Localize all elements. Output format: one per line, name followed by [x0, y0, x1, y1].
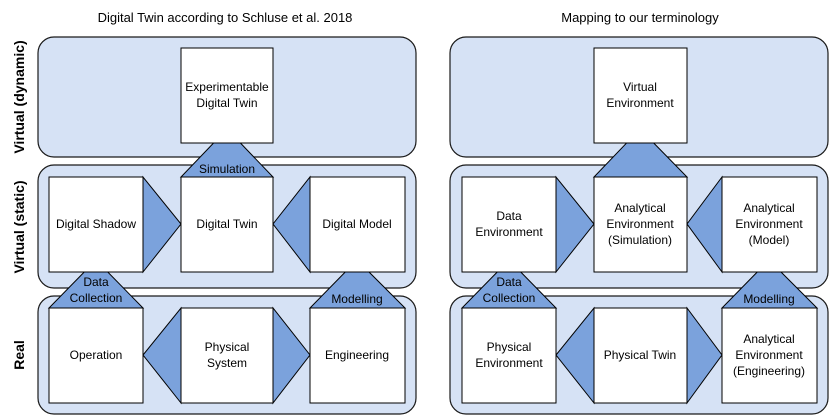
- left-box-physical-system: [180, 307, 274, 404]
- text-line: Analytical: [743, 201, 794, 215]
- right-label-physical-twin: Physical Twin: [604, 348, 676, 362]
- right-box-physical-environment: [461, 307, 557, 404]
- text-line: Modelling: [743, 292, 794, 306]
- right-box-data-environment: [461, 176, 557, 273]
- text-line: Digital Model: [322, 217, 391, 231]
- layer-label-virtual-dynamic: Virtual (dynamic): [11, 40, 27, 153]
- layer-label-real: Real: [11, 340, 27, 370]
- layer-label-virtual-static: Virtual (static): [11, 180, 27, 273]
- text-line: Physical: [205, 340, 250, 354]
- right-box-analytical-model: [721, 176, 818, 273]
- text-line: Environment: [735, 217, 803, 231]
- text-line: (Simulation): [608, 233, 672, 247]
- text-line: Digital Twin: [196, 96, 257, 110]
- text-line: Environment: [606, 217, 674, 231]
- text-line: Digital Shadow: [56, 217, 136, 231]
- left-label-operation: Operation: [70, 348, 123, 362]
- left-box-digital-twin: [180, 176, 274, 273]
- right-box-virtual-environment: [593, 47, 688, 144]
- text-line: Data: [496, 209, 522, 223]
- text-line: Simulation: [199, 162, 255, 176]
- left-label-modelling: Modelling: [331, 292, 382, 306]
- title-right: Mapping to our terminology: [561, 10, 719, 25]
- left-label-digital-model: Digital Model: [322, 217, 391, 231]
- text-line: Analytical: [614, 201, 665, 215]
- text-line: Data: [496, 275, 522, 289]
- left-box-experimentable-digital-twin: [180, 47, 274, 144]
- text-line: Collection: [70, 291, 123, 305]
- right-box-physical-twin: [593, 307, 688, 404]
- text-line: Environment: [475, 356, 543, 370]
- left-label-digital-twin: Digital Twin: [196, 217, 257, 231]
- text-line: System: [207, 356, 247, 370]
- text-line: Digital Twin: [196, 217, 257, 231]
- left-label-simulation: Simulation: [199, 162, 255, 176]
- text-line: Data: [83, 275, 109, 289]
- right-box-analytical-simulation: [593, 176, 688, 273]
- left-box-digital-shadow: [48, 176, 144, 273]
- text-line: Environment: [735, 348, 803, 362]
- text-line: Engineering: [325, 348, 389, 362]
- left-label-engineering: Engineering: [325, 348, 389, 362]
- left-label-digital-shadow: Digital Shadow: [56, 217, 136, 231]
- text-line: Physical Twin: [604, 348, 676, 362]
- text-line: Experimentable: [185, 80, 269, 94]
- text-line: (Engineering): [733, 364, 805, 378]
- text-line: Virtual: [623, 80, 657, 94]
- text-line: Analytical: [743, 332, 794, 346]
- text-line: Operation: [70, 348, 123, 362]
- left-box-operation: [48, 307, 144, 404]
- title-left: Digital Twin according to Schluse et al.…: [98, 10, 353, 25]
- right-box-analytical-engineering: [721, 307, 818, 404]
- right-label-modelling: Modelling: [743, 292, 794, 306]
- text-line: Collection: [483, 291, 536, 305]
- text-line: Physical: [487, 340, 532, 354]
- text-line: Environment: [606, 96, 674, 110]
- text-line: Environment: [475, 225, 543, 239]
- text-line: (Model): [749, 233, 790, 247]
- text-line: Modelling: [331, 292, 382, 306]
- left-box-engineering: [309, 307, 406, 404]
- left-box-digital-model: [309, 176, 406, 273]
